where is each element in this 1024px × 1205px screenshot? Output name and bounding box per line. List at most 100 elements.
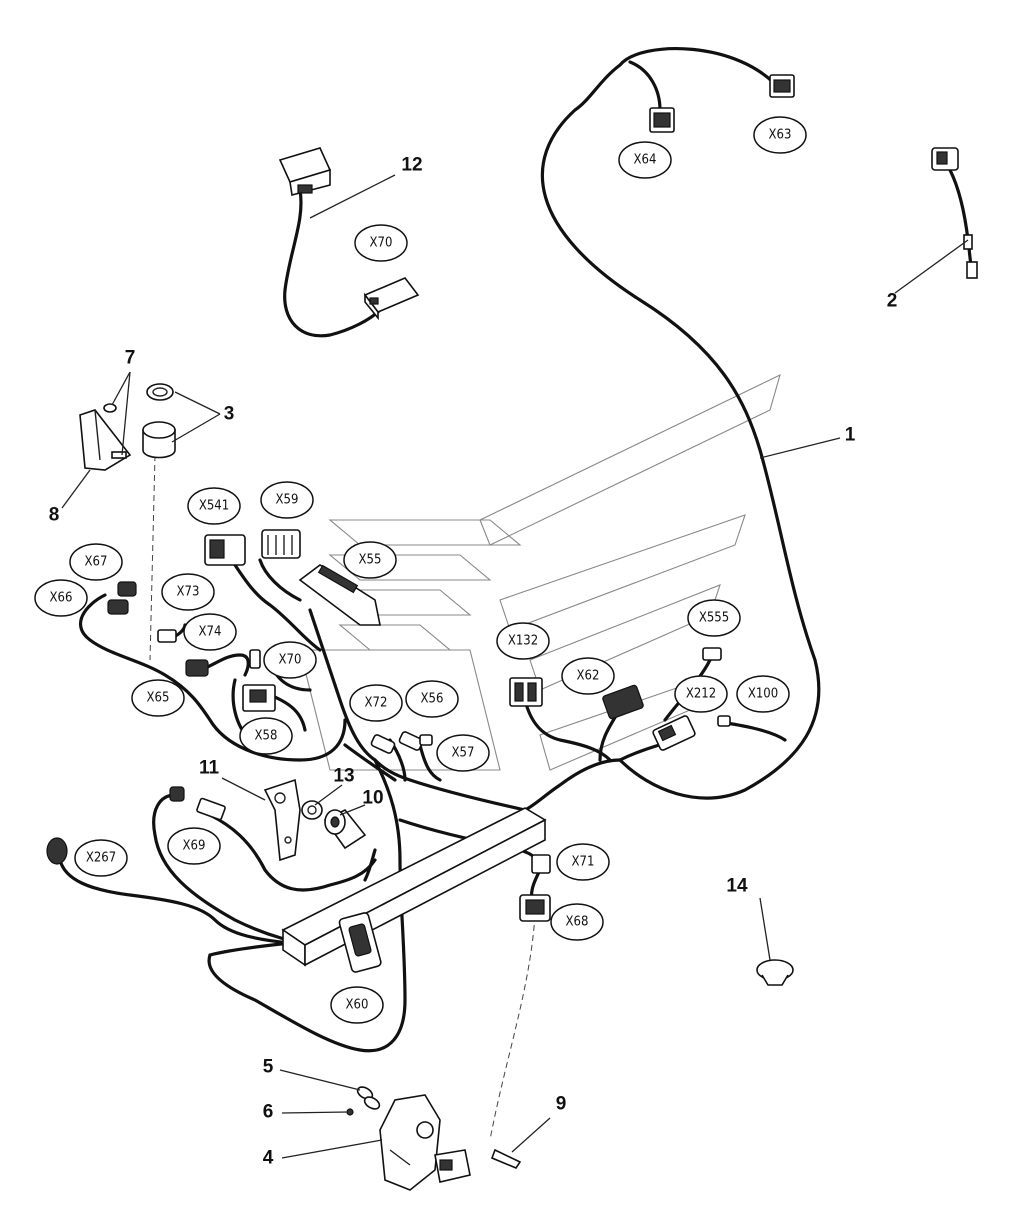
svg-text:X68: X68 <box>566 915 589 930</box>
part-9-screw <box>490 1148 522 1169</box>
watermark-logo <box>299 373 781 771</box>
label-x57: X57 <box>436 734 490 772</box>
callout-13: 13 <box>333 766 354 787</box>
connector-x100-plug <box>717 715 731 727</box>
label-x64: X64 <box>618 141 672 179</box>
svg-text:X70: X70 <box>370 236 393 251</box>
label-x59: X59 <box>260 481 314 519</box>
callout-numbers: 1 2 3 4 5 6 7 8 9 10 11 12 13 14 <box>49 155 898 1169</box>
label-x100: X100 <box>736 675 790 713</box>
label-x132: X132 <box>496 622 550 660</box>
svg-text:X56: X56 <box>421 692 444 707</box>
label-x73: X73 <box>161 573 215 611</box>
svg-text:X64: X64 <box>634 153 657 168</box>
callout-10: 10 <box>362 788 383 809</box>
label-x69: X69 <box>167 827 221 865</box>
callout-9: 9 <box>556 1094 567 1115</box>
part-10-switch <box>323 808 367 850</box>
svg-text:X70: X70 <box>279 653 302 668</box>
svg-text:X62: X62 <box>577 669 600 684</box>
part-5-screw <box>356 1086 381 1110</box>
harness-wires <box>58 47 974 1053</box>
svg-text:X541: X541 <box>199 499 229 514</box>
connector-x132-plug <box>509 677 543 707</box>
label-x74: X74 <box>183 613 237 651</box>
svg-text:X63: X63 <box>769 128 792 143</box>
callout-12: 12 <box>401 155 422 176</box>
callout-1: 1 <box>845 425 856 446</box>
callout-11: 11 <box>199 758 220 779</box>
connector-x62-plug <box>602 684 644 720</box>
connector-x73-plug <box>157 629 177 643</box>
svg-text:X73: X73 <box>177 585 200 600</box>
label-x541: X541 <box>187 487 241 525</box>
connector-x71-plug <box>531 854 551 874</box>
svg-text:X55: X55 <box>359 553 382 568</box>
label-x55: X55 <box>343 541 397 579</box>
label-x56: X56 <box>405 680 459 718</box>
svg-text:X67: X67 <box>85 555 108 570</box>
connector-x60-plug <box>338 912 382 973</box>
connector-x55-plug <box>298 564 381 626</box>
part-14-clip <box>756 959 794 986</box>
callout-6: 6 <box>263 1102 274 1123</box>
connector-x66-plug <box>107 599 129 615</box>
small-connector <box>169 786 185 802</box>
part-8-bracket <box>79 409 132 471</box>
svg-text:X60: X60 <box>346 998 369 1013</box>
connector-x69-plug <box>196 797 226 821</box>
svg-text:X65: X65 <box>147 691 170 706</box>
label-x70-lower: X70 <box>263 641 317 679</box>
svg-text:X212: X212 <box>686 687 716 702</box>
svg-text:X69: X69 <box>183 839 206 854</box>
part-2-sensor <box>931 147 978 279</box>
label-x65: X65 <box>131 679 185 717</box>
connector-x70-plug-lower <box>249 649 261 669</box>
label-x66: X66 <box>34 579 88 617</box>
svg-text:X74: X74 <box>199 625 222 640</box>
label-x60: X60 <box>330 986 384 1024</box>
connector-x267-plug <box>46 837 68 865</box>
label-x58: X58 <box>239 717 293 755</box>
label-x555: X555 <box>687 599 741 637</box>
callout-3: 3 <box>224 404 235 425</box>
connector-labels: X63 X64 X70 X541 X59 X55 X67 X66 X73 X74… <box>34 116 807 1024</box>
label-x267: X267 <box>74 839 128 877</box>
label-x62: X62 <box>561 657 615 695</box>
part-3-nut <box>146 383 174 401</box>
svg-text:X267: X267 <box>86 851 116 866</box>
callout-4: 4 <box>263 1148 274 1169</box>
label-x68: X68 <box>550 903 604 941</box>
svg-text:X59: X59 <box>276 493 299 508</box>
svg-text:X57: X57 <box>452 746 475 761</box>
part-3-knob <box>142 421 176 459</box>
label-x71: X71 <box>556 843 610 881</box>
svg-text:X100: X100 <box>748 687 778 702</box>
part-11-bracket <box>263 778 301 862</box>
connector-x74-plug <box>185 659 209 677</box>
svg-text:X132: X132 <box>508 634 538 649</box>
part-4-actuator <box>379 1094 471 1191</box>
connector-x72-plug <box>370 734 396 754</box>
svg-text:X72: X72 <box>365 696 388 711</box>
callout-2: 2 <box>887 291 898 312</box>
svg-text:X71: X71 <box>572 855 595 870</box>
assembly-lines <box>149 454 536 1141</box>
connector-x68-plug <box>519 894 551 922</box>
label-x72: X72 <box>349 684 403 722</box>
part-13-washer <box>301 800 323 820</box>
label-x70-top: X70 <box>354 224 408 262</box>
connector-x67-plug <box>117 581 137 597</box>
part-7-screw <box>103 403 117 413</box>
svg-text:X555: X555 <box>699 611 729 626</box>
connector-x541-plug <box>204 534 246 566</box>
callout-8: 8 <box>49 505 60 526</box>
label-x63: X63 <box>753 116 807 154</box>
callout-7: 7 <box>125 348 136 369</box>
callout-5: 5 <box>263 1057 274 1078</box>
connector-x57-plug <box>419 734 433 746</box>
svg-text:X58: X58 <box>255 729 278 744</box>
part-12-switch <box>278 147 332 196</box>
